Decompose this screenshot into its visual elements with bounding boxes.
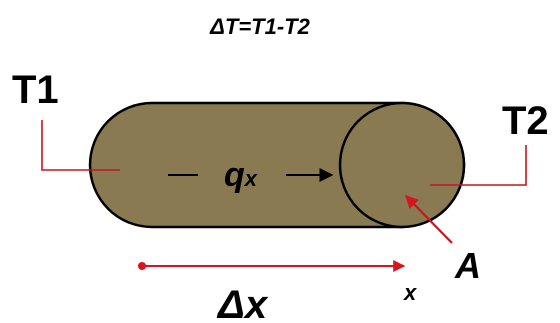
t1-label: T1: [12, 68, 59, 112]
area-label: A: [454, 245, 481, 286]
t2-label: T2: [502, 99, 549, 143]
heat-flux-label: qx: [224, 156, 258, 194]
delta-t-equation: ΔT=T1-T2: [209, 14, 310, 39]
cylinder-end-face: [338, 101, 466, 229]
length-label: Δx: [216, 283, 269, 323]
area-pointer-arrow: [405, 195, 453, 244]
t1-leader-line: [41, 120, 120, 171]
t2-leader-line: [430, 145, 527, 186]
x-axis-label: x: [403, 280, 417, 305]
